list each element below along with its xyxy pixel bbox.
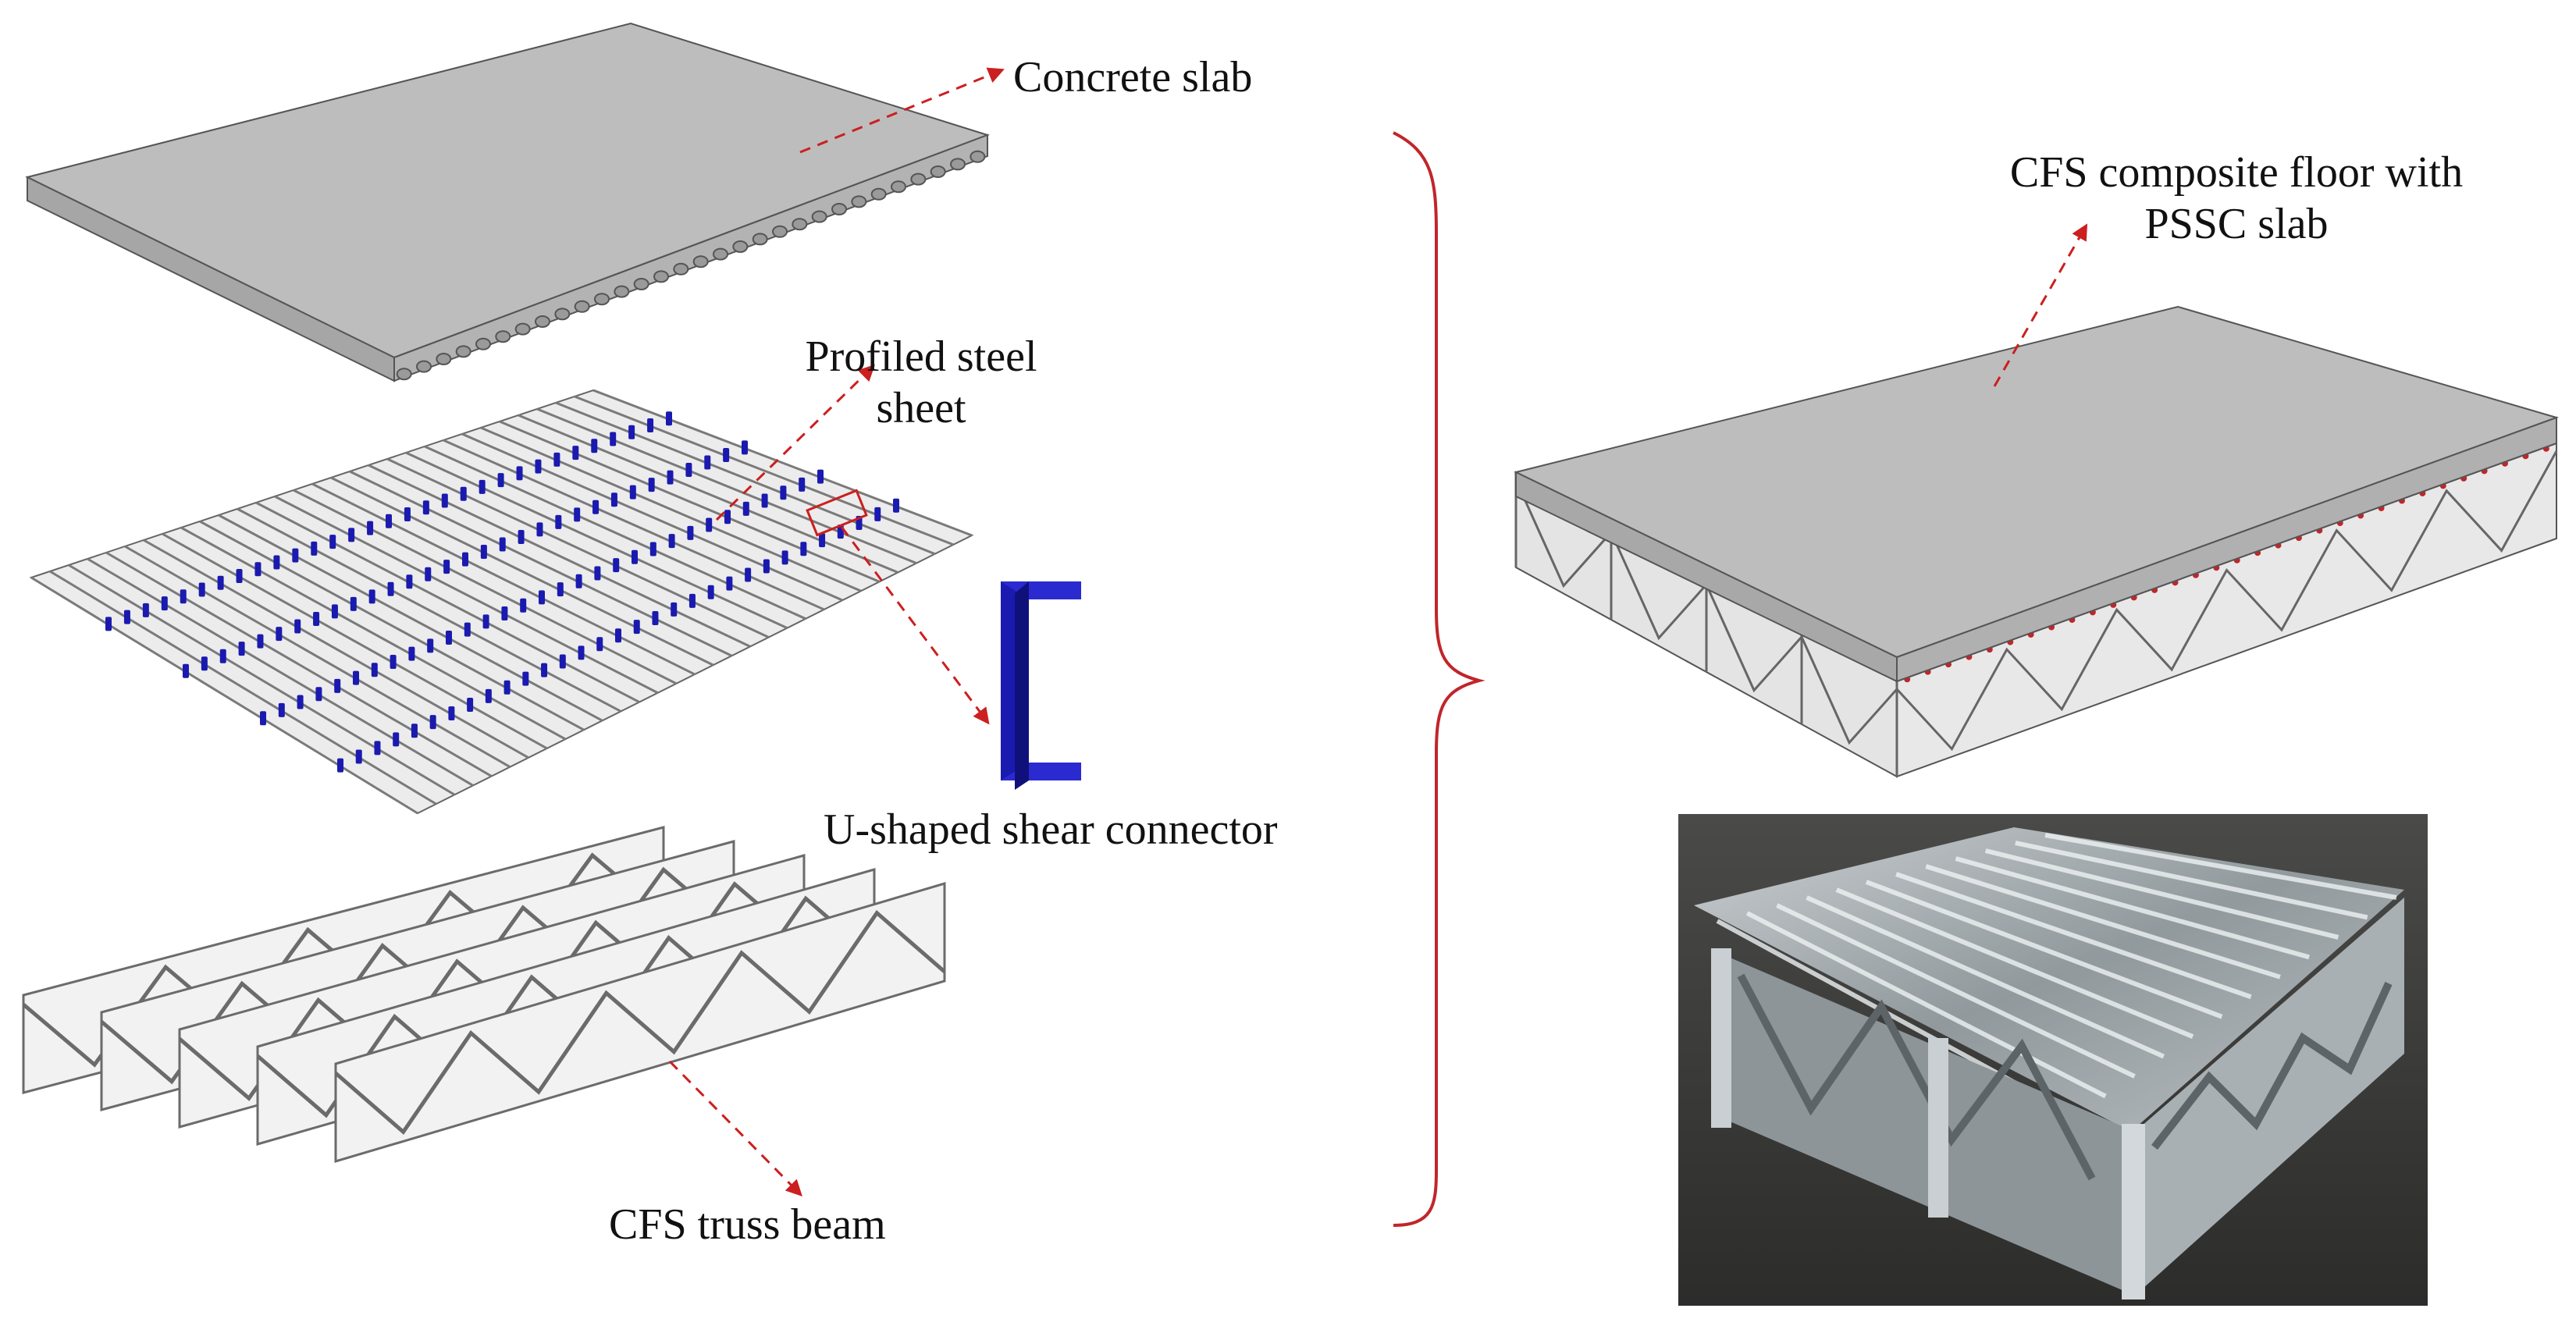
label-profiled-steel-sheet-line1: Profiled steel xyxy=(805,332,1037,381)
assembled-floor-drawing xyxy=(1514,305,2560,778)
label-cfs-composite-floor-line2: PSSC slab xyxy=(2144,200,2329,248)
label-profiled-steel-sheet: Profiled steel sheet xyxy=(749,331,1093,434)
label-cfs-composite-floor: CFS composite floor with PSSC slab xyxy=(1920,147,2553,250)
specimen-photo xyxy=(1678,814,2428,1306)
profiled-steel-sheet-drawing xyxy=(29,389,974,815)
label-profiled-steel-sheet-line2: sheet xyxy=(876,384,966,432)
label-cfs-composite-floor-line1: CFS composite floor with xyxy=(2009,148,2464,197)
truss-frame-drawing xyxy=(22,826,946,1164)
concrete-slab-drawing xyxy=(25,22,991,382)
u-connector-drawing xyxy=(1001,581,1081,790)
arrow-truss-beam xyxy=(668,1060,802,1196)
arrow-composite-floor xyxy=(1993,223,2088,387)
label-u-shaped-shear-connector: U-shaped shear connector xyxy=(824,805,1278,854)
label-cfs-truss-beam: CFS truss beam xyxy=(609,1200,886,1249)
label-concrete-slab: Concrete slab xyxy=(1013,53,1253,101)
arrow-u-connector xyxy=(840,526,990,725)
grouping-brace xyxy=(1393,131,1485,1227)
